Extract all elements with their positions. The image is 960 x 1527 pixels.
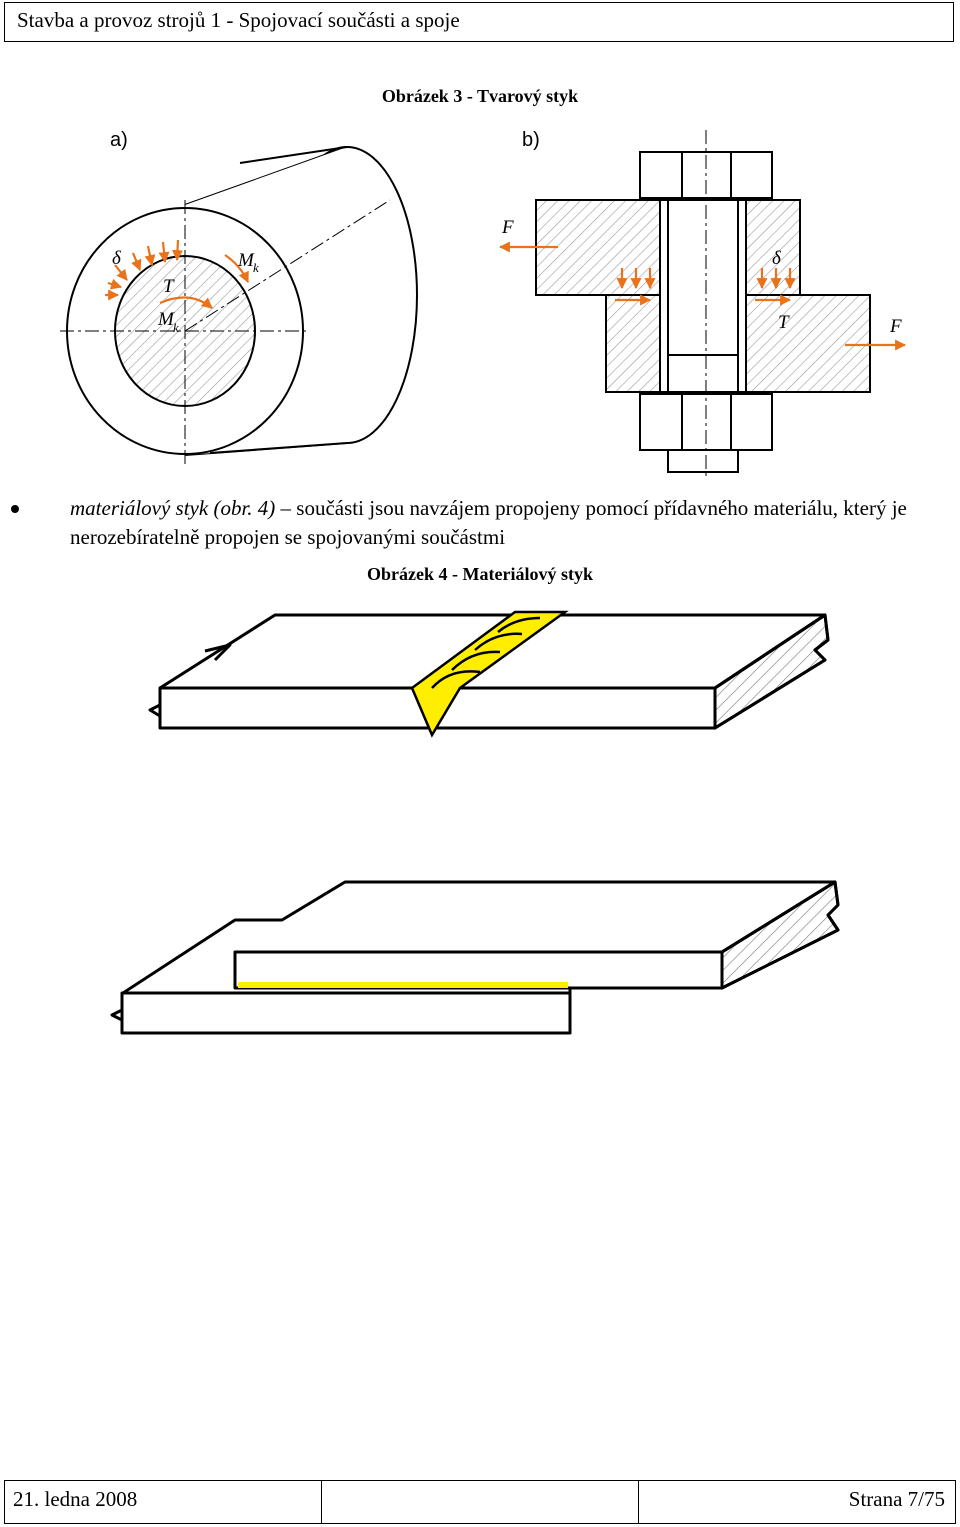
footer-date-cell: 21. ledna 2008 (5, 1481, 321, 1523)
label-M-a: M (157, 309, 175, 330)
footer-page-cell: Strana 7/75 (638, 1481, 955, 1523)
footer-middle-cell (321, 1481, 638, 1523)
header-title: Stavba a provoz strojů 1 - Spojovací sou… (17, 8, 460, 32)
label-k-a2: k (253, 260, 259, 275)
bolt-joint-drawing (535, 130, 871, 478)
bullet-term: materiálový styk (obr. 4) (70, 496, 276, 520)
butt-weld-bead (410, 610, 569, 738)
footer-date: 21. ledna 2008 (13, 1487, 138, 1511)
lap-joint-plates (110, 880, 840, 1035)
label-M-a2: M (237, 250, 255, 271)
shaft-hub-drawing (60, 146, 418, 465)
figure3-caption: Obrázek 3 - Tvarový styk (381, 86, 579, 106)
label-k-a: k (173, 320, 179, 335)
force-arrows-a (105, 239, 249, 309)
footer-page: Strana 7/75 (848, 1487, 945, 1511)
page-header: Stavba a provoz strojů 1 - Spojovací sou… (4, 2, 954, 42)
figure4-caption: Obrázek 4 - Materiálový styk (367, 564, 593, 584)
label-T-a: T (163, 276, 175, 297)
figure4-illustration (110, 610, 840, 1035)
label-delta-a: δ (112, 248, 122, 269)
bullet-body: součásti jsou navzájem propojeny pomocí … (70, 496, 907, 549)
bullet-text: materiálový styk (obr. 4) – součásti jso… (70, 494, 930, 552)
panel-a-label: a) (110, 129, 128, 151)
figure3-illustration: a) δ T M k M k b) (60, 129, 907, 478)
fillet-weld-line (238, 982, 568, 988)
label-T-b: T (778, 312, 790, 333)
panel-b-label: b) (522, 129, 540, 151)
force-arrows-b (498, 241, 907, 351)
label-F-left: F (501, 217, 514, 238)
label-F-right: F (889, 316, 902, 337)
page-footer: 21. ledna 2008 Strana 7/75 (4, 1480, 956, 1524)
label-delta-b: δ (772, 248, 782, 269)
bullet-dot (11, 505, 19, 513)
bullet-dash: – (275, 496, 297, 520)
